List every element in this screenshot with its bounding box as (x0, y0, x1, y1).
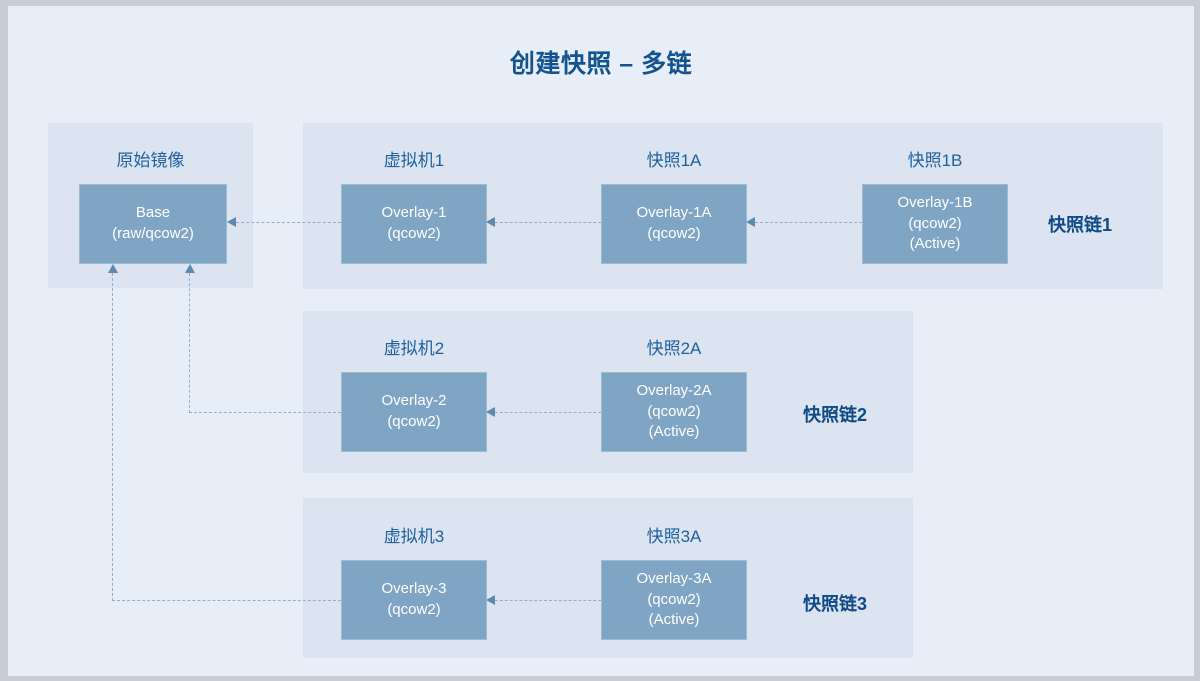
arrowhead-chain1-node1 (486, 217, 495, 227)
connector-chain2-to-base-horizontal (189, 412, 341, 413)
chain-1-node-3-box: Overlay-1B (qcow2) (Active) (862, 184, 1008, 264)
diagram-canvas: 创建快照 – 多链 原始镜像 Base (raw/qcow2) 虚拟机1 Ove… (8, 6, 1194, 676)
chain-1-node-1-caption: 虚拟机1 (383, 151, 445, 170)
chain-1-title: 快照链1 (1048, 215, 1113, 235)
chain-3-title: 快照链3 (803, 594, 868, 614)
connector-chain3-to-base-horizontal (112, 600, 341, 601)
chain-2-node-1-box: Overlay-2 (qcow2) (341, 372, 487, 452)
chain-1-node-3-caption: 快照1B (907, 151, 963, 170)
chain-1-node-2-box: Overlay-1A (qcow2) (601, 184, 747, 264)
base-image-caption: 原始镜像 (116, 151, 185, 170)
chain-2-node-1-line-1: Overlay-2 (381, 392, 447, 410)
chain-3-node-1-line-1: Overlay-3 (381, 580, 447, 598)
connector-chain1-to-base (236, 222, 341, 223)
chain-3-node-1-line-2: (qcow2) (387, 601, 441, 618)
connector-chain2-node2-to-node1 (495, 412, 601, 413)
chain-1-node-2-caption: 快照1A (646, 151, 702, 170)
connector-chain1-node3-to-node2 (755, 222, 862, 223)
chain-1-node-2-line-1: Overlay-1A (636, 204, 712, 222)
chain-1-node-3-line-2: (qcow2) (908, 214, 962, 232)
connector-chain3-to-base-vertical (112, 273, 113, 601)
chain-2-node-2-box: Overlay-2A (qcow2) (Active) (601, 372, 747, 452)
arrowhead-chain1-node2 (746, 217, 755, 227)
chain-1-node-3-line-3: (Active) (909, 235, 961, 253)
page-title: 创建快照 – 多链 (509, 50, 693, 78)
connector-chain1-node2-to-node1 (495, 222, 601, 223)
arrowhead-base-from-chain1 (227, 217, 236, 227)
chain-3-node-1-caption: 虚拟机3 (383, 527, 445, 546)
chain-3-node-2-line-2: (qcow2) (647, 590, 701, 608)
chain-2-title: 快照链2 (803, 405, 868, 425)
chain-2-node-2-line-1: Overlay-2A (636, 381, 712, 399)
chain-3-node-2-line-3: (Active) (648, 611, 700, 629)
arrowhead-chain3-node1 (486, 595, 495, 605)
chain-1-node-1-box: Overlay-1 (qcow2) (341, 184, 487, 264)
chain-3-node-1-box: Overlay-3 (qcow2) (341, 560, 487, 640)
arrowhead-base-from-chain3 (108, 264, 118, 273)
chain-3-node-2-box: Overlay-3A (qcow2) (Active) (601, 560, 747, 640)
chain-1-node-3-line-1: Overlay-1B (897, 193, 973, 211)
chain-2-node-2-line-3: (Active) (648, 423, 700, 441)
chain-2-node-1-caption: 虚拟机2 (383, 339, 445, 358)
chain-2-node-1-line-2: (qcow2) (387, 413, 441, 430)
chain-1-node-1-line-2: (qcow2) (387, 225, 441, 242)
base-box-line-1: Base (135, 204, 171, 222)
arrowhead-base-from-chain2 (185, 264, 195, 273)
base-image-box: Base (raw/qcow2) (79, 184, 227, 264)
chain-1-node-1-line-1: Overlay-1 (381, 204, 447, 222)
connector-chain2-to-base-vertical (189, 273, 190, 413)
chain-1-node-2-line-2: (qcow2) (647, 225, 701, 242)
connector-chain3-node2-to-node1 (495, 600, 601, 601)
chain-3-node-2-caption: 快照3A (646, 527, 702, 546)
chain-2-node-2-caption: 快照2A (646, 339, 702, 358)
chain-2-node-2-line-2: (qcow2) (647, 402, 701, 420)
arrowhead-chain2-node1 (486, 407, 495, 417)
base-box-line-2: (raw/qcow2) (112, 225, 194, 242)
chain-3-node-2-line-1: Overlay-3A (636, 569, 712, 587)
